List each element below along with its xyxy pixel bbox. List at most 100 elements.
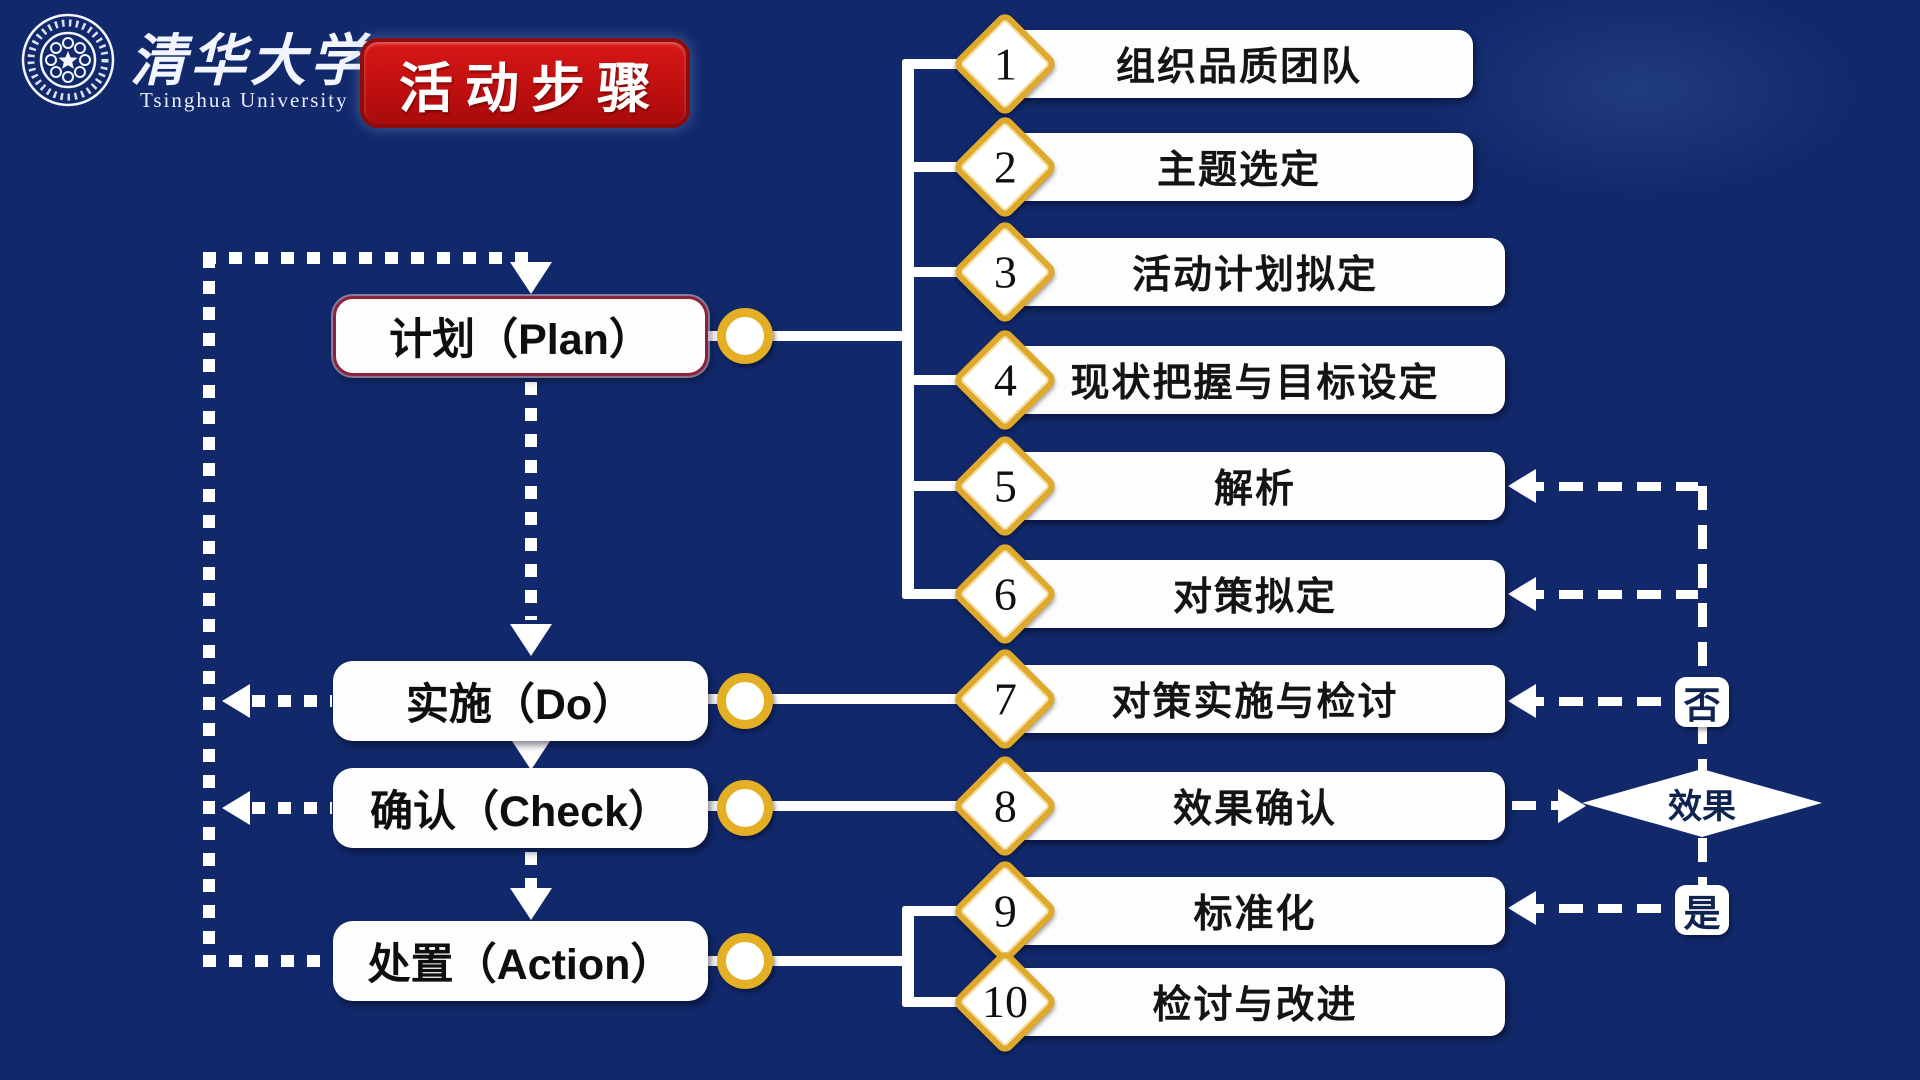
step-number-3: 3 bbox=[993, 246, 1017, 297]
title-badge-label: 活动步骤 bbox=[399, 58, 663, 119]
connector-stub-step6 bbox=[902, 589, 982, 599]
step-label-10: 检讨与改进 bbox=[1152, 984, 1358, 1027]
connector-bracket-vertical bbox=[902, 906, 914, 1007]
step-label-5: 解析 bbox=[1213, 468, 1296, 511]
step-bar-2: 主题选定 bbox=[1005, 133, 1473, 201]
step-number-2: 2 bbox=[993, 141, 1017, 192]
step-number-5: 5 bbox=[993, 460, 1017, 511]
arrow-into-step9-icon bbox=[1508, 891, 1536, 925]
connector-stub-step4 bbox=[902, 375, 982, 385]
node-check: 确认（Check） bbox=[333, 768, 708, 848]
loop-bottom-horizontal bbox=[203, 955, 328, 967]
step-number-8: 8 bbox=[993, 780, 1017, 831]
step-label-7: 对策实施与检讨 bbox=[1111, 681, 1399, 724]
node-do: 实施（Do） bbox=[333, 661, 708, 741]
step-number-4: 4 bbox=[993, 354, 1017, 405]
connector-stub-step9 bbox=[902, 906, 982, 916]
decision-effect-diamond: 效果 bbox=[1582, 769, 1822, 837]
action-ring-icon bbox=[717, 933, 773, 989]
step-diamond-8: 8 bbox=[951, 752, 1059, 860]
step-diamond-10: 10 bbox=[951, 948, 1059, 1056]
university-name-zh: 清华大学 bbox=[130, 28, 370, 94]
dotted-check-to-action bbox=[525, 852, 537, 890]
step-diamond-5: 5 bbox=[951, 432, 1059, 540]
connector-stub-step2 bbox=[902, 162, 982, 172]
dashed-no-vertical bbox=[1698, 486, 1707, 770]
step-diamond-6: 6 bbox=[951, 540, 1059, 648]
branch-yes-label: 是 bbox=[1683, 893, 1721, 934]
step-bar-7: 对策实施与检讨 bbox=[1005, 665, 1505, 733]
dashed-step8-to-decision bbox=[1512, 801, 1560, 810]
dashed-no-to-step7 bbox=[1520, 697, 1678, 706]
node-plan: 计划（Plan） bbox=[333, 296, 708, 376]
step-bar-5: 解析 bbox=[1005, 452, 1505, 520]
step-diamond-2: 2 bbox=[951, 113, 1059, 221]
connector-trunk-vertical bbox=[902, 59, 914, 599]
tsinghua-seal-icon bbox=[21, 13, 115, 107]
node-action-label: 处置（Action） bbox=[367, 941, 674, 989]
step-diamond-9: 9 bbox=[951, 857, 1059, 965]
step-diamond-3: 3 bbox=[951, 218, 1059, 326]
arrow-into-check-icon bbox=[510, 738, 552, 770]
branch-no-label: 否 bbox=[1683, 685, 1721, 726]
branch-yes-tag: 是 bbox=[1675, 885, 1729, 935]
check-ring-icon bbox=[717, 780, 773, 836]
step-label-8: 效果确认 bbox=[1172, 788, 1337, 831]
step-label-4: 现状把握与目标设定 bbox=[1070, 362, 1440, 405]
dotted-do-to-loop bbox=[252, 695, 332, 707]
step-bar-10: 检讨与改进 bbox=[1005, 968, 1505, 1036]
step-bar-9: 标准化 bbox=[1005, 877, 1505, 945]
arrow-check-left-icon bbox=[222, 791, 250, 825]
connector-action-to-bracket bbox=[700, 956, 914, 966]
do-ring-icon bbox=[717, 673, 773, 729]
title-badge: 活动步骤 bbox=[360, 38, 690, 128]
node-action: 处置（Action） bbox=[333, 921, 708, 1001]
step-diamond-1: 1 bbox=[951, 10, 1059, 118]
node-do-label: 实施（Do） bbox=[405, 681, 636, 729]
step-number-1: 1 bbox=[993, 38, 1017, 89]
connector-plan-to-trunk bbox=[700, 331, 914, 341]
step-bar-4: 现状把握与目标设定 bbox=[1005, 346, 1505, 414]
step-label-1: 组织品质团队 bbox=[1115, 46, 1362, 89]
step-bar-3: 活动计划拟定 bbox=[1005, 238, 1505, 306]
dotted-plan-to-do bbox=[525, 382, 537, 620]
step-label-9: 标准化 bbox=[1193, 893, 1317, 936]
step-number-9: 9 bbox=[993, 885, 1017, 936]
node-plan-label: 计划（Plan） bbox=[389, 316, 652, 364]
branch-no-tag: 否 bbox=[1675, 677, 1729, 727]
step-diamond-7: 7 bbox=[951, 645, 1059, 753]
arrow-into-do-icon bbox=[510, 624, 552, 656]
node-check-label: 确认（Check） bbox=[369, 788, 672, 836]
dashed-no-to-step5 bbox=[1520, 482, 1698, 491]
tsinghua-logo: 清华大学 Tsinghua University bbox=[20, 10, 440, 120]
arrow-into-step6-icon bbox=[1508, 577, 1536, 611]
step-bar-6: 对策拟定 bbox=[1005, 560, 1505, 628]
arrow-into-plan-icon bbox=[510, 262, 552, 294]
dashed-no-to-step6 bbox=[1520, 590, 1698, 599]
step-label-3: 活动计划拟定 bbox=[1131, 254, 1378, 297]
dashed-decision-to-yes bbox=[1698, 838, 1707, 886]
step-bar-8: 效果确认 bbox=[1005, 772, 1505, 840]
arrow-into-action-icon bbox=[510, 888, 552, 920]
connector-stub-step3 bbox=[902, 267, 982, 277]
arrow-do-left-icon bbox=[222, 684, 250, 718]
university-name-en: Tsinghua University bbox=[140, 88, 349, 112]
dashed-yes-to-step9 bbox=[1520, 904, 1678, 913]
step-bar-1: 组织品质团队 bbox=[1005, 30, 1473, 98]
loop-left-vertical bbox=[203, 255, 215, 956]
dotted-check-to-loop bbox=[252, 802, 332, 814]
connector-check-to-step8 bbox=[700, 801, 985, 811]
step-diamond-4: 4 bbox=[951, 326, 1059, 434]
arrow-into-step5-icon bbox=[1508, 469, 1536, 503]
arrow-into-step7-icon bbox=[1508, 684, 1536, 718]
step-label-2: 主题选定 bbox=[1156, 149, 1321, 192]
step-number-10: 10 bbox=[982, 976, 1028, 1027]
step-label-6: 对策拟定 bbox=[1172, 576, 1337, 619]
plan-ring-icon bbox=[717, 308, 773, 364]
step-number-6: 6 bbox=[993, 568, 1017, 619]
video-artifact-smudge bbox=[1420, 0, 1860, 200]
step-number-7: 7 bbox=[993, 673, 1017, 724]
arrow-into-decision-icon bbox=[1558, 789, 1586, 823]
loop-top-horizontal bbox=[203, 252, 540, 264]
